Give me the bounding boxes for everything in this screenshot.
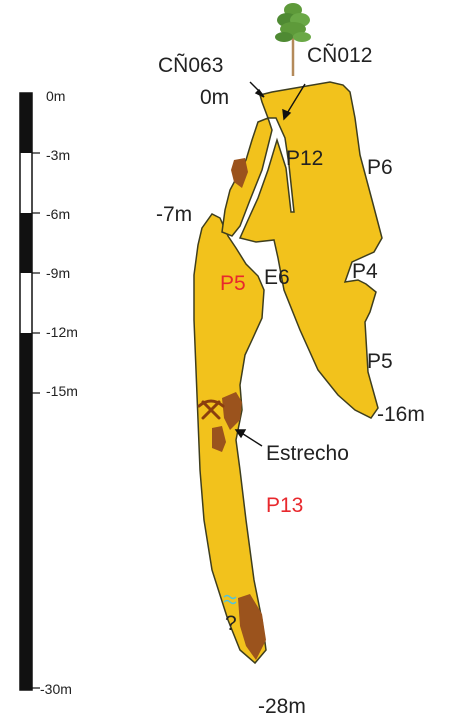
depth-scale-bar (19, 92, 40, 691)
sediment-patch (238, 594, 266, 660)
arrow-estrecho (234, 429, 263, 447)
scale-segment-3 (20, 213, 32, 273)
pickaxe-icon (197, 399, 225, 420)
arrow-cn012 (282, 83, 306, 121)
narrow-label-estrecho: Estrecho (266, 442, 349, 465)
scale-label-3m: -3m (46, 147, 71, 163)
scale-label-0m: 0m (46, 88, 66, 104)
depth-label-16m: -16m (377, 403, 425, 426)
sediment-patch (231, 158, 248, 188)
stage-label-e6: E6 (264, 266, 290, 289)
pit-label-p6: P6 (367, 156, 393, 179)
depth-label-7m: -7m (156, 203, 193, 226)
scale-segment-5 (20, 333, 32, 393)
water-icon (223, 594, 237, 605)
pit-label-p4: P4 (352, 260, 378, 283)
depth-label-0m: 0m (200, 86, 230, 109)
arrow-cn063 (249, 81, 265, 98)
pit-label-p5-red: P5 (220, 272, 246, 295)
scale-segment-6 (20, 393, 32, 690)
tree-icon (275, 3, 311, 76)
unknown-label: ? (225, 612, 237, 635)
scale-label-9m: -9m (46, 265, 71, 281)
pit-label-p13: P13 (266, 494, 304, 517)
entrance-label-cn012: CÑ012 (307, 44, 373, 67)
sediment-patch (212, 426, 226, 452)
cave-passage-right (238, 81, 383, 419)
sediment-patch (222, 392, 242, 430)
entrance-label-cn063: CÑ063 (158, 54, 224, 77)
pit-label-p12: P12 (286, 147, 324, 170)
scale-label-6m: -6m (46, 206, 71, 222)
scale-label-15m: -15m (46, 383, 78, 399)
scale-label-30m: -30m (40, 681, 72, 697)
depth-label-28m: -28m (258, 695, 306, 718)
cave-passage-left (193, 213, 267, 665)
scale-segment-1 (20, 93, 32, 153)
scale-label-12m: -12m (46, 324, 78, 340)
pit-label-p5: P5 (367, 350, 393, 373)
